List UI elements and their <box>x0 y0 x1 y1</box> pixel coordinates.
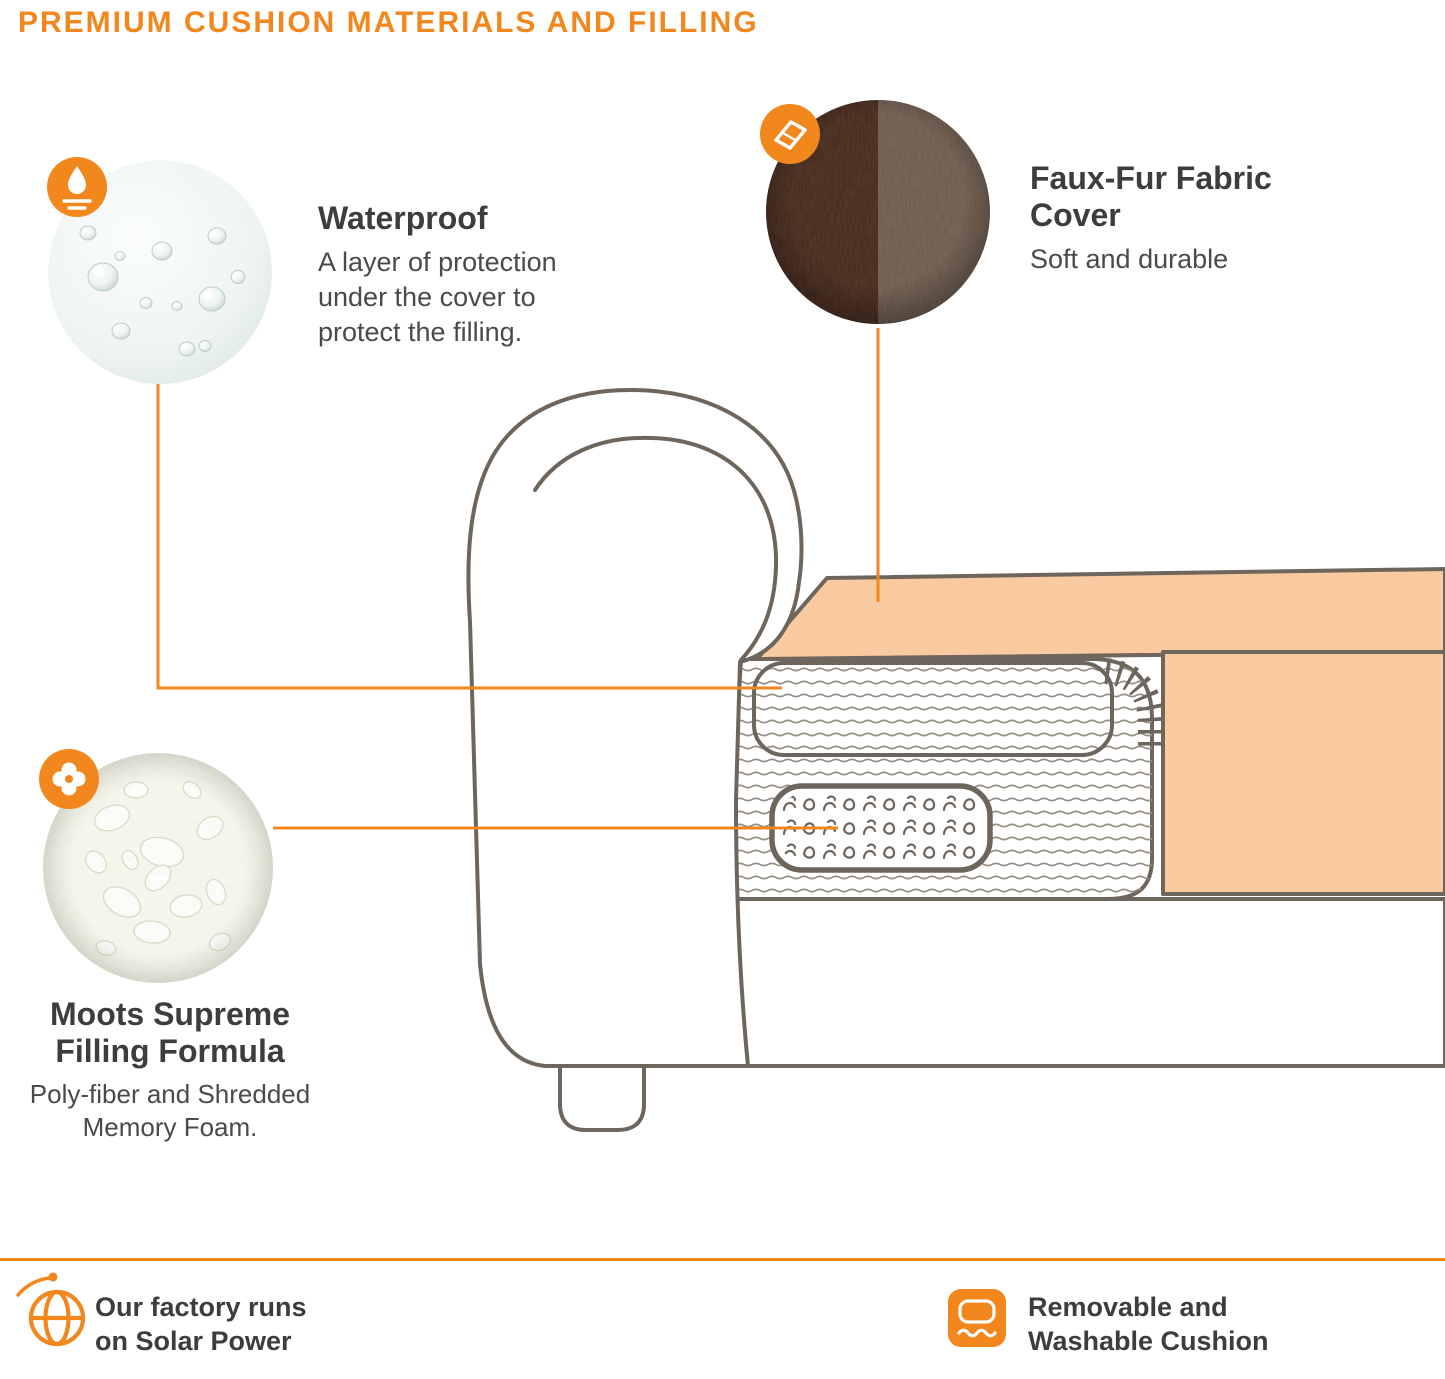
connector-waterproof <box>156 384 782 690</box>
cover-edge-band <box>752 661 1114 757</box>
footer-divider <box>0 1258 1445 1261</box>
fabric-swatch-icon <box>760 104 820 164</box>
water-drop-icon <box>47 157 107 217</box>
filling-texture <box>780 793 982 863</box>
fauxfur-body: Soft and durable <box>1030 243 1229 274</box>
fauxfur-heading: Faux-Fur Fabric Cover <box>1030 160 1272 233</box>
filling-body: Poly-fiber and Shredded Memory Foam. <box>29 1078 311 1143</box>
sofa-arm <box>466 388 804 1068</box>
page-title: PREMIUM CUSHION MATERIALS AND FILLING <box>18 6 759 39</box>
callout-waterproof: Waterproof A layer of protection under t… <box>318 200 618 350</box>
waterproof-body: A layer of protection under the cover to… <box>318 246 557 347</box>
callout-fauxfur: Faux-Fur Fabric Cover Soft and durable <box>1030 160 1330 277</box>
connector-lines <box>156 328 880 830</box>
footer-right-text: Removable and Washable Cushion <box>1028 1292 1269 1356</box>
foam-flake-icon <box>39 749 99 809</box>
solar-globe-icon <box>16 1272 86 1347</box>
sofa-leg <box>558 1064 646 1132</box>
sofa-sketch <box>466 388 1445 1132</box>
sofa-arm-roll-line <box>533 435 779 662</box>
waterproof-photo <box>47 157 272 384</box>
callout-filling: Moots Supreme Filling Formula Poly-fiber… <box>0 996 340 1145</box>
filling-heading: Moots Supreme Filling Formula <box>49 996 291 1069</box>
cushion-front-right <box>1161 650 1445 896</box>
cushion-top <box>755 567 1445 661</box>
footer-left-text: Our factory runs on Solar Power <box>95 1292 307 1356</box>
filling-photo <box>39 749 273 983</box>
waterproof-heading: Waterproof <box>318 200 488 236</box>
washable-cushion-icon <box>948 1289 1006 1347</box>
fauxfur-photo <box>760 100 990 324</box>
